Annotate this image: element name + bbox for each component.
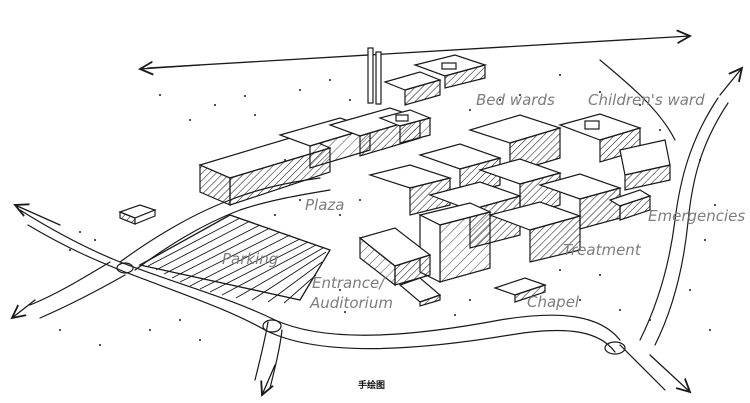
label-emergencies: Emergencies <box>648 207 746 225</box>
label-entrance: Entrance/ <box>312 274 385 292</box>
chimneys <box>367 47 382 105</box>
label-auditorium: Auditorium <box>310 294 393 312</box>
boundary-line-top-left-arrow <box>140 65 201 69</box>
site-boundary-arrows <box>12 36 742 395</box>
boundary-arrow-bottom-mid <box>262 364 276 395</box>
north-buildings <box>378 54 488 144</box>
label-bed-wards: Bed wards <box>476 91 555 109</box>
parking-lot <box>138 214 331 304</box>
label-childrens-ward: Children's ward <box>588 91 705 109</box>
emergencies-building <box>608 189 652 221</box>
caption: 手绘图 <box>358 381 386 391</box>
roundabout-center <box>262 319 282 333</box>
boundary-arrow-bottom-left <box>12 299 36 318</box>
small-hut <box>118 204 157 225</box>
buildings <box>118 47 671 307</box>
stipple-dots <box>59 74 716 346</box>
roundabout-left <box>116 262 134 274</box>
boundary-arrow-right-top <box>719 68 742 96</box>
label-treatment: Treatment <box>563 241 641 259</box>
ward-complex <box>367 113 671 283</box>
label-parking: Parking <box>222 250 279 268</box>
roundabouts <box>116 262 626 355</box>
label-plaza: Plaza <box>305 196 345 214</box>
entrance-building <box>358 227 442 307</box>
boundary-line-top <box>147 36 690 69</box>
chapel-building <box>493 277 547 303</box>
label-chapel: Chapel <box>527 293 580 311</box>
roads <box>19 59 729 391</box>
boundary-arrow-bottom-right <box>649 354 690 392</box>
boundary-arrow-left <box>15 205 61 226</box>
roundabout-right <box>604 341 626 355</box>
